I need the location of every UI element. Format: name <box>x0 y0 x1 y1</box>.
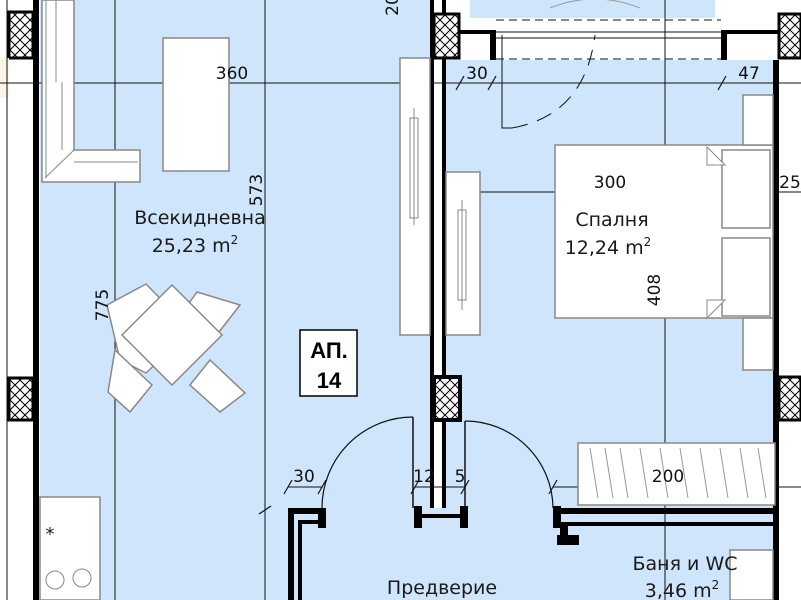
window-bay <box>470 0 715 18</box>
living-room-name: Всекидневна <box>134 207 266 229</box>
apartment-number: 14 <box>317 368 342 393</box>
coffee-table <box>162 37 230 172</box>
nightstand <box>742 317 774 371</box>
dimension-573: 573 <box>247 174 267 206</box>
window-frame-right <box>721 30 727 60</box>
dimension-775: 775 <box>93 289 113 321</box>
dimension-12: 12 <box>413 467 435 487</box>
partition-wall <box>442 420 446 508</box>
balcony-door-swing <box>511 34 596 129</box>
right-column <box>777 375 801 422</box>
dimension-30-bottom: 30 <box>293 467 315 487</box>
hall-name: Предверие <box>387 577 497 599</box>
bedroom-name: Спалня <box>575 209 648 231</box>
bedroom-door-swing <box>464 420 554 509</box>
sofa <box>41 0 141 183</box>
top-column <box>432 12 461 60</box>
dimension-30: 30 <box>466 64 488 84</box>
window-frame-top <box>458 30 493 34</box>
left-column <box>7 376 35 422</box>
partition-column <box>432 375 462 422</box>
bath-fixture <box>729 549 774 600</box>
living-wardrobe <box>399 57 431 336</box>
appliance-mark: * <box>46 524 55 545</box>
dimension-25: 25 <box>779 173 801 193</box>
dimension-300: 300 <box>594 173 626 193</box>
hall-walls <box>288 506 775 600</box>
partition-wall <box>430 0 434 508</box>
dimension-408: 408 <box>645 274 665 306</box>
dimension-200: 200 <box>652 467 684 487</box>
dining-table <box>106 283 247 414</box>
living-room-floor <box>40 0 432 600</box>
exterior-strip <box>0 58 9 98</box>
bedroom-area: 12,24 m2 <box>565 235 652 259</box>
living-door-swing <box>321 416 414 509</box>
dimension-5: 5 <box>455 467 466 487</box>
apartment-label-line1: АП. <box>310 338 348 363</box>
partition-wall <box>442 0 446 375</box>
bedroom-wardrobe <box>445 171 481 336</box>
bathroom-name: Баня и WC <box>632 553 737 575</box>
balcony-outline <box>549 0 641 9</box>
kitchen-counter <box>39 496 101 600</box>
dimension-20: 20 <box>383 0 403 16</box>
bed <box>554 144 774 320</box>
nightstand <box>742 94 774 146</box>
balcony-door-leaf[interactable] <box>501 35 512 129</box>
window-frame-left <box>490 30 496 60</box>
right-column <box>777 12 801 60</box>
dimension-360: 360 <box>216 64 248 84</box>
hall-wardrobe <box>577 442 776 506</box>
left-exterior-wall <box>33 0 39 600</box>
apartment-label-box <box>299 329 358 397</box>
right-exterior-wall <box>773 60 779 600</box>
dimension-47: 47 <box>738 64 760 84</box>
bathroom-area: 3,46 m2 <box>645 578 720 600</box>
living-room-area: 25,23 m2 <box>152 233 239 257</box>
left-column <box>7 10 35 60</box>
window-frame-top <box>724 30 779 34</box>
